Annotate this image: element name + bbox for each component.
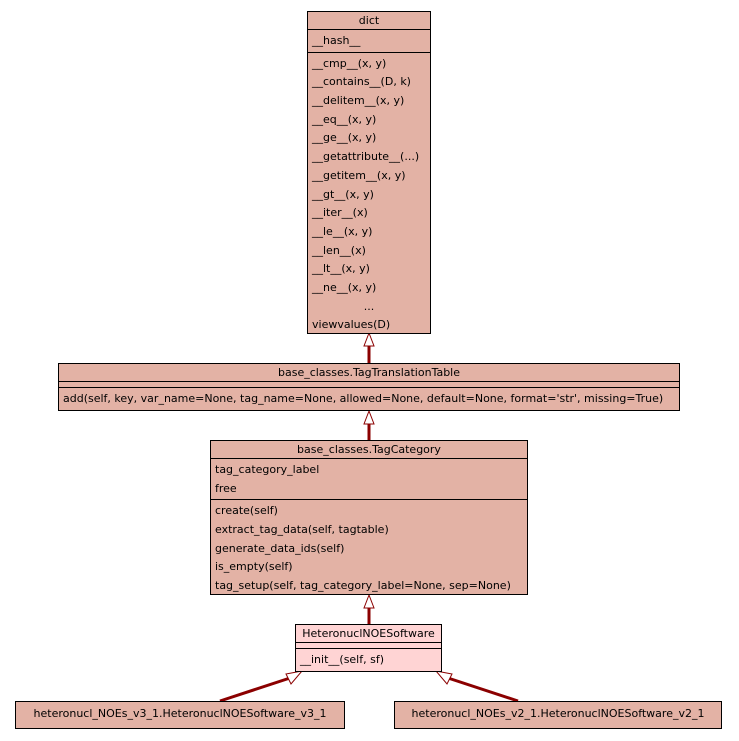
class-name: HeteronuclNOESoftware xyxy=(296,625,441,643)
edge-v21-to-software xyxy=(447,676,519,703)
method: __ne__(x, y) xyxy=(312,280,377,294)
method: __lt__(x, y) xyxy=(312,262,370,276)
arrowhead-tagcategory xyxy=(363,593,375,609)
method: tag_setup(self, tag_category_label=None,… xyxy=(215,579,511,593)
attribute-section: __hash__ xyxy=(308,30,430,53)
method: create(self) xyxy=(215,504,278,518)
method-section: __init__(self, sf) xyxy=(296,649,441,671)
method-section: create(self) extract_tag_data(self, tagt… xyxy=(211,500,527,596)
method: __init__(self, sf) xyxy=(300,653,385,666)
method: __eq__(x, y) xyxy=(312,112,377,126)
arrowhead-dict xyxy=(363,331,375,347)
method: __len__(x) xyxy=(312,243,366,257)
class-tag-category[interactable]: base_classes.TagCategory tag_category_la… xyxy=(210,440,528,595)
attribute-section xyxy=(59,382,679,388)
method: add(self, key, var_name=None, tag_name=N… xyxy=(63,392,664,405)
class-name: base_classes.TagCategory xyxy=(211,441,527,459)
edge-v31-to-software xyxy=(219,676,291,703)
class-heteronucl-noe-software-v2-1[interactable]: heteronucl_NOEs_v2_1.HeteronuclNOESoftwa… xyxy=(394,701,722,729)
method: __ge__(x, y) xyxy=(312,131,377,145)
arrowhead-software-left xyxy=(285,670,304,685)
attribute-section: tag_category_label free xyxy=(211,459,527,501)
class-tag-translation-table[interactable]: base_classes.TagTranslationTable add(sel… xyxy=(58,363,680,411)
method: __iter__(x) xyxy=(312,206,368,220)
class-name: dict xyxy=(308,12,430,30)
method: __cmp__(x, y) xyxy=(312,56,387,70)
attribute: free xyxy=(215,481,237,495)
attribute-section xyxy=(296,643,441,649)
method: extract_tag_data(self, tagtable) xyxy=(215,523,389,537)
class-name: base_classes.TagTranslationTable xyxy=(59,364,679,382)
method-ellipsis: ... xyxy=(363,299,375,313)
arrowhead-software-right xyxy=(434,670,453,685)
method: __le__(x, y) xyxy=(312,224,373,238)
class-heteronucl-noe-software-v3-1[interactable]: heteronucl_NOEs_v3_1.HeteronuclNOESoftwa… xyxy=(15,701,345,729)
method: __delitem__(x, y) xyxy=(312,94,405,108)
method: viewvalues(D) xyxy=(312,318,391,332)
class-name: heteronucl_NOEs_v3_1.HeteronuclNOESoftwa… xyxy=(33,707,327,720)
class-dict[interactable]: dict __hash__ __cmp__(x, y) __contains__… xyxy=(307,11,431,334)
method: __getitem__(x, y) xyxy=(312,168,406,182)
method: __getattribute__(...) xyxy=(312,150,420,164)
attribute: __hash__ xyxy=(312,34,361,47)
method: __contains__(D, k) xyxy=(312,75,411,89)
method: is_empty(self) xyxy=(215,560,293,574)
method-section: __cmp__(x, y) __contains__(D, k) __delit… xyxy=(308,53,430,336)
method: __gt__(x, y) xyxy=(312,187,374,201)
method: generate_data_ids(self) xyxy=(215,541,345,555)
attribute: tag_category_label xyxy=(215,463,320,476)
method-section: add(self, key, var_name=None, tag_name=N… xyxy=(59,388,679,410)
class-heteronucl-noe-software[interactable]: HeteronuclNOESoftware __init__(self, sf) xyxy=(295,624,442,672)
arrowhead-ttt xyxy=(363,409,375,425)
class-name: heteronucl_NOEs_v2_1.HeteronuclNOESoftwa… xyxy=(411,707,705,720)
